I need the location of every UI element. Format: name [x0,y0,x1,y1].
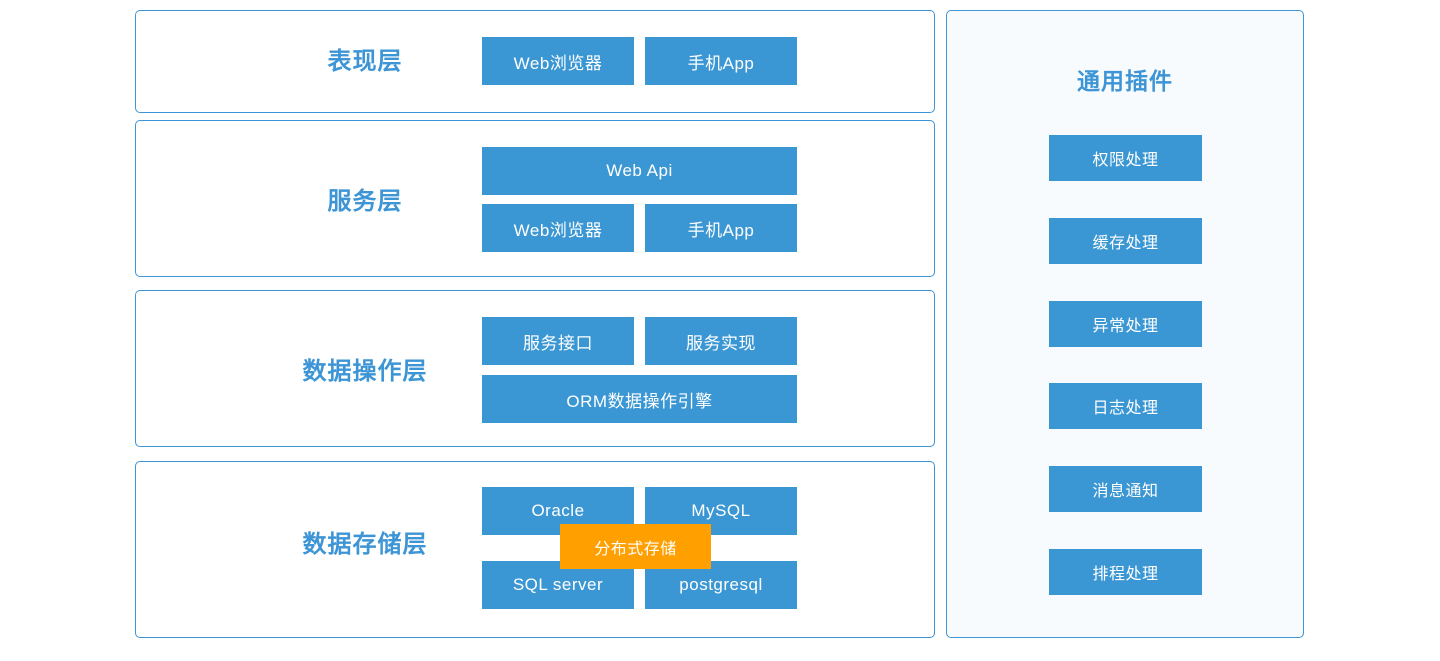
node-service-implementation[interactable]: 服务实现 [645,317,797,365]
node-presentation-web-browser[interactable]: Web浏览器 [482,37,634,85]
node-presentation-mobile-app[interactable]: 手机App [645,37,797,85]
plugin-item-logging[interactable]: 日志处理 [1049,383,1202,429]
node-orm-engine[interactable]: ORM数据操作引擎 [482,375,797,423]
node-storage-mysql[interactable]: MySQL [645,487,797,535]
plugin-item-scheduling[interactable]: 排程处理 [1049,549,1202,595]
node-distributed-storage[interactable]: 分布式存储 [560,524,711,569]
layer-title-data-operation: 数据操作层 [302,358,428,385]
plugin-item-permission[interactable]: 权限处理 [1049,135,1202,181]
node-storage-sql-server[interactable]: SQL server [482,561,634,609]
node-service-mobile-app[interactable]: 手机App [645,204,797,252]
node-storage-oracle[interactable]: Oracle [482,487,634,535]
node-service-web-api[interactable]: Web Api [482,147,797,195]
node-service-interface[interactable]: 服务接口 [482,317,634,365]
node-storage-postgresql[interactable]: postgresql [645,561,797,609]
layer-title-data-storage: 数据存储层 [302,531,428,558]
layer-title-service: 服务层 [327,188,403,215]
plugin-item-exception[interactable]: 异常处理 [1049,301,1202,347]
node-service-web-browser[interactable]: Web浏览器 [482,204,634,252]
plugin-item-message-notification[interactable]: 消息通知 [1049,466,1202,512]
plugin-panel-title: 通用插件 [1077,68,1173,94]
layer-title-presentation: 表现层 [327,48,403,75]
plugin-item-cache[interactable]: 缓存处理 [1049,218,1202,264]
